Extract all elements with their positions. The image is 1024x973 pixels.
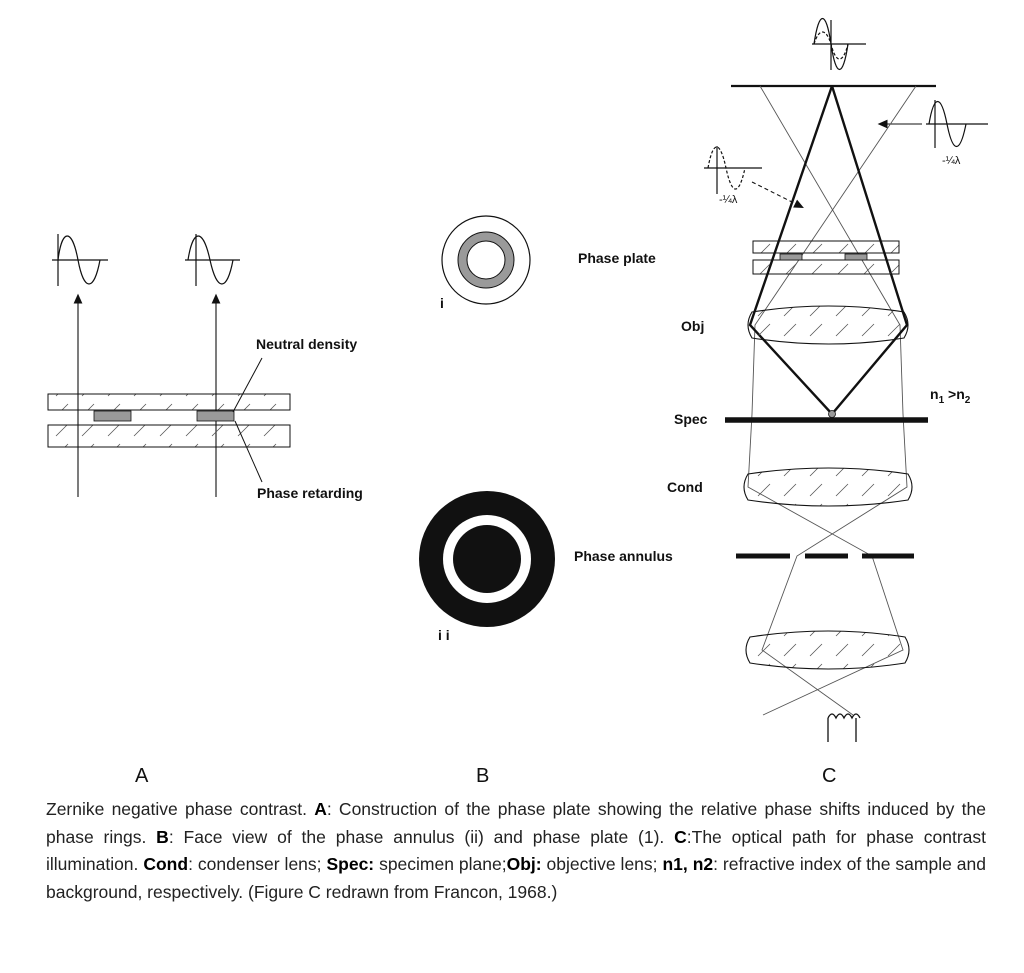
label-phase-annulus: Phase annulus [574, 548, 673, 564]
caption-bold: C [674, 826, 687, 847]
phase-plate-face-view [441, 215, 531, 305]
objective-lens [747, 305, 909, 345]
leader-line [234, 420, 263, 483]
panel-label-c: C [822, 765, 836, 787]
label-cond: Cond [667, 479, 703, 495]
illumination-rays [747, 85, 917, 716]
panel-c-diagram: -¼λ -¼λ Phase plate Obj Sp [574, 18, 988, 742]
wave-icon [926, 100, 988, 148]
caption-text: :The optical path for phase contrast ill… [46, 826, 986, 875]
caption-text: : refractive index of the sample and bac… [46, 854, 986, 902]
condenser-lens [743, 467, 913, 507]
caption-text: Zernike negative phase contrast. [46, 799, 315, 819]
label-neutral-density: Neutral density [256, 336, 357, 352]
wave-icon [185, 234, 240, 286]
wave-icon [812, 18, 866, 70]
figure-caption: Zernike negative phase contrast. A: Cons… [46, 796, 986, 906]
phase-contrast-figure: Neutral density Phase retarding i i i [47, 18, 988, 787]
collector-lens [745, 630, 910, 670]
n-sub-1: 1 [939, 395, 945, 406]
caption-text: specimen plane; [374, 854, 507, 874]
n-sub-2: 2 [965, 395, 971, 406]
panel-b-diagram: i i i [419, 215, 555, 643]
phase-ring-right [844, 253, 868, 261]
caption-text: objective lens; [541, 854, 663, 874]
phase-ring-left [93, 410, 132, 422]
caption-bold: Spec: [326, 854, 375, 874]
caption-bold: A [314, 799, 327, 819]
phase-ring-right [196, 410, 235, 422]
caption-bold: B [156, 826, 169, 847]
panel-a-diagram: Neutral density Phase retarding [47, 234, 363, 501]
label-refractive-index: n1 >n2 [930, 386, 971, 406]
lower-glass-plate [47, 424, 291, 448]
label-phase-retarding: Phase retarding [257, 485, 363, 501]
label-phase-plate: Phase plate [578, 250, 656, 266]
specimen-point [828, 410, 836, 418]
phase-plate-upper [752, 240, 900, 254]
label-spec: Spec [674, 411, 708, 427]
caption-text: : Construction of the phase plate showin… [46, 799, 986, 847]
n-main: n [930, 386, 939, 402]
n-gt: >n [944, 386, 965, 402]
upper-glass-plate [47, 393, 291, 411]
label-quarter-lambda-right: -¼λ [942, 155, 961, 167]
panel-label-a: A [135, 765, 149, 787]
lamp-filament-icon [827, 713, 861, 742]
leader-line [232, 357, 263, 413]
phase-ring-left [779, 253, 803, 261]
caption-text: : Face view of the phase annulus (ii) an… [168, 826, 675, 847]
label-face-ii: i i [438, 627, 450, 643]
phase-annulus-face-view [419, 491, 555, 627]
wave-icon [704, 146, 762, 194]
panel-label-b: B [476, 765, 489, 787]
label-obj: Obj [681, 318, 704, 334]
label-quarter-lambda-left: -¼λ [719, 194, 738, 206]
label-face-i: i [440, 295, 444, 311]
phase-plate-lower [752, 259, 900, 275]
wave-icon [52, 234, 108, 286]
caption-bold: Cond [143, 854, 189, 874]
caption-text: : condenser lens; [188, 854, 327, 874]
caption-bold: Obj: [506, 854, 542, 874]
caption-bold: n1, n2 [662, 854, 714, 874]
